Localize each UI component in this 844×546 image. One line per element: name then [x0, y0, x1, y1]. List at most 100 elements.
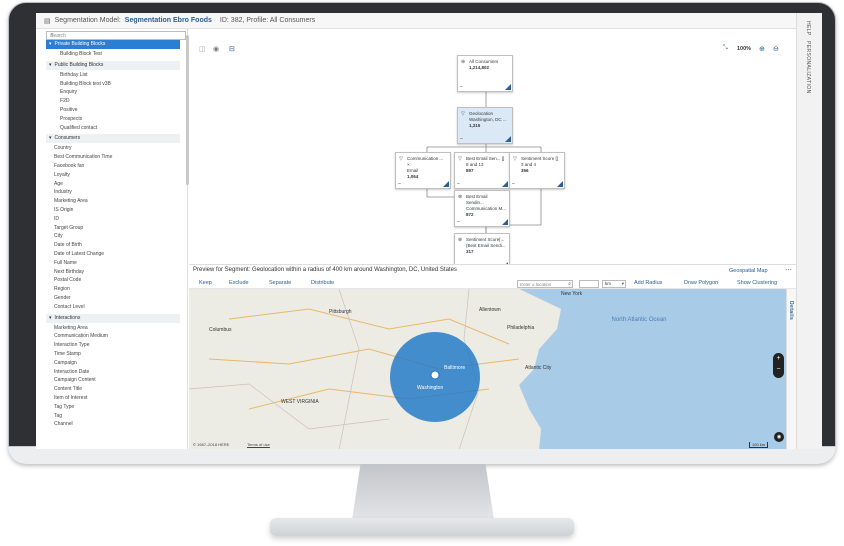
map-zoom-in-icon[interactable]: +	[776, 355, 781, 362]
tree-item[interactable]: Age	[54, 180, 63, 187]
add-radius-button[interactable]: Add Radius	[634, 280, 663, 286]
tree-group-header[interactable]: ▾Consumers	[46, 134, 180, 144]
tree-item[interactable]: Best Communication Time	[54, 154, 113, 161]
undo-icon[interactable]: ◫	[199, 46, 206, 53]
details-toggle[interactable]: Details	[786, 289, 796, 449]
distribute-button[interactable]: Distribute	[311, 280, 335, 286]
location-search-icon[interactable]: ⌕	[568, 281, 571, 287]
node-count: 897	[466, 168, 474, 173]
keep-button[interactable]: Keep	[199, 280, 212, 286]
collapse-icon[interactable]: –	[457, 219, 460, 225]
tree-group-header[interactable]: ▾Interactions	[46, 313, 180, 323]
tree-item[interactable]: Qualified contact	[60, 124, 98, 131]
tree-item[interactable]: City	[54, 233, 63, 240]
tree-item[interactable]: Channel	[54, 421, 73, 428]
copy-icon[interactable]: ◉	[213, 46, 220, 53]
tree-item[interactable]: Region	[54, 286, 70, 293]
show-clustering-button[interactable]: Show Clustering	[737, 280, 778, 286]
tree-item[interactable]: Country	[54, 145, 72, 152]
tree-item[interactable]: IS Origin	[54, 207, 74, 213]
location-pin-icon[interactable]	[430, 370, 440, 380]
tree-item[interactable]: Contact Level	[54, 303, 85, 310]
map-type-select[interactable]: Geospatial Map	[729, 268, 768, 274]
collapse-icon[interactable]: ▾	[49, 61, 52, 68]
tree-group-header[interactable]: ▾Private Building Blocks	[46, 40, 180, 49]
tab-personalization[interactable]: PERSONALIZATION	[805, 41, 811, 94]
export-icon[interactable]: ⊟	[229, 46, 235, 53]
collapse-icon[interactable]: –	[512, 181, 515, 187]
tree-item[interactable]: Gender	[54, 295, 71, 301]
tree-item[interactable]: Interaction Type	[54, 342, 90, 349]
collapse-icon[interactable]: –	[398, 181, 401, 187]
tree-item[interactable]: Date of Birth	[54, 242, 82, 249]
tree-item[interactable]: Building Block Test	[60, 51, 102, 57]
more-icon[interactable]: ⋯	[785, 267, 792, 274]
tree-item[interactable]: Facebook fan	[54, 163, 85, 169]
node-subtitle: Communication M...	[466, 206, 507, 211]
fit-icon[interactable]: ⤡	[723, 45, 728, 51]
collapse-icon[interactable]: –	[457, 181, 460, 187]
tree-item[interactable]: Prospects	[60, 115, 83, 122]
city-label: WEST VIRGINIA	[281, 399, 319, 405]
tree-item[interactable]: Campaign Content	[54, 377, 96, 384]
collapse-icon[interactable]: ▾	[49, 135, 52, 142]
tree-item[interactable]: F2D	[60, 98, 70, 105]
tree-item[interactable]: Marketing Area	[54, 198, 88, 205]
tree-item[interactable]: Content Title	[54, 386, 83, 393]
tree-group-header[interactable]: ▾Public Building Blocks	[46, 60, 180, 70]
tree-item[interactable]: Next Birthday	[54, 268, 85, 275]
unit-select[interactable]: km▾	[602, 280, 626, 288]
tree-item[interactable]: Positive	[60, 107, 78, 113]
search-input[interactable]: Search ⌕	[46, 31, 186, 40]
exclude-button[interactable]: Exclude	[229, 280, 249, 286]
details-label[interactable]: Details	[788, 301, 794, 321]
tree-item[interactable]: Industry	[54, 189, 72, 196]
collapse-icon[interactable]: ▾	[49, 41, 52, 47]
tree-item[interactable]: Campaign	[54, 359, 77, 366]
tree-item[interactable]: Postal Code	[54, 277, 82, 284]
grid-icon[interactable]: ▤	[44, 17, 51, 25]
segment-node[interactable]: ⊗Best Email Sendin...Communication M...8…	[454, 190, 510, 227]
tree-item[interactable]: Time Stamp	[54, 351, 81, 357]
monitor-stand-neck	[352, 464, 494, 520]
collapse-icon[interactable]: –	[460, 136, 463, 142]
search-icon[interactable]: ⌕	[50, 32, 54, 38]
tree-item[interactable]: Tag	[54, 412, 63, 419]
location-input[interactable]: Enter a location ⌕	[517, 280, 573, 288]
tree-item[interactable]: Marketing Area	[54, 324, 88, 331]
zoom-in-icon[interactable]: ⊕	[759, 46, 765, 53]
tree-item[interactable]: Interaction Date	[54, 368, 90, 375]
locate-icon[interactable]: ◉	[774, 432, 784, 442]
collapse-icon[interactable]: ▾	[49, 314, 52, 321]
segment-node[interactable]: ⊗Sentiment Score[...(Best Email Sendi...…	[454, 233, 510, 270]
collapse-icon[interactable]: –	[460, 84, 463, 90]
terms-link[interactable]: Terms of use	[247, 442, 270, 447]
tree-item[interactable]: Tag Type	[54, 403, 75, 410]
map-zoom-control[interactable]: +−	[773, 353, 784, 378]
tree-item[interactable]: Communication Medium	[54, 333, 108, 340]
radius-input[interactable]	[579, 280, 599, 288]
tree-item[interactable]: Birthday List	[60, 71, 88, 78]
tree-item[interactable]: Date of Latest Change	[54, 251, 105, 257]
zoom-out-icon[interactable]: ⊖	[773, 46, 779, 53]
tree-item[interactable]: Item of Interest	[54, 395, 88, 401]
tab-help[interactable]: HELP	[805, 21, 811, 36]
tree-item[interactable]: Enquiry	[60, 89, 77, 96]
tree-item[interactable]: Target Group	[54, 224, 84, 231]
left-scrollbar[interactable]	[186, 35, 189, 185]
draw-polygon-button[interactable]: Draw Polygon	[684, 280, 719, 286]
tree-group-title: Private Building Blocks	[54, 41, 106, 47]
tree-item[interactable]: Loyalty	[54, 171, 70, 178]
tree-item[interactable]: ID	[54, 215, 59, 222]
geospatial-map[interactable]: North Atlantic Ocean Columbus Pittsburgh…	[189, 289, 786, 449]
map-zoom-out-icon[interactable]: −	[776, 366, 781, 373]
tree-item[interactable]: Full Name	[54, 259, 77, 266]
separate-button[interactable]: Separate	[269, 280, 292, 286]
tree-item[interactable]: Building Block test v3B	[60, 80, 111, 87]
model-name-link[interactable]: Segmentation Ebro Foods	[124, 17, 212, 24]
